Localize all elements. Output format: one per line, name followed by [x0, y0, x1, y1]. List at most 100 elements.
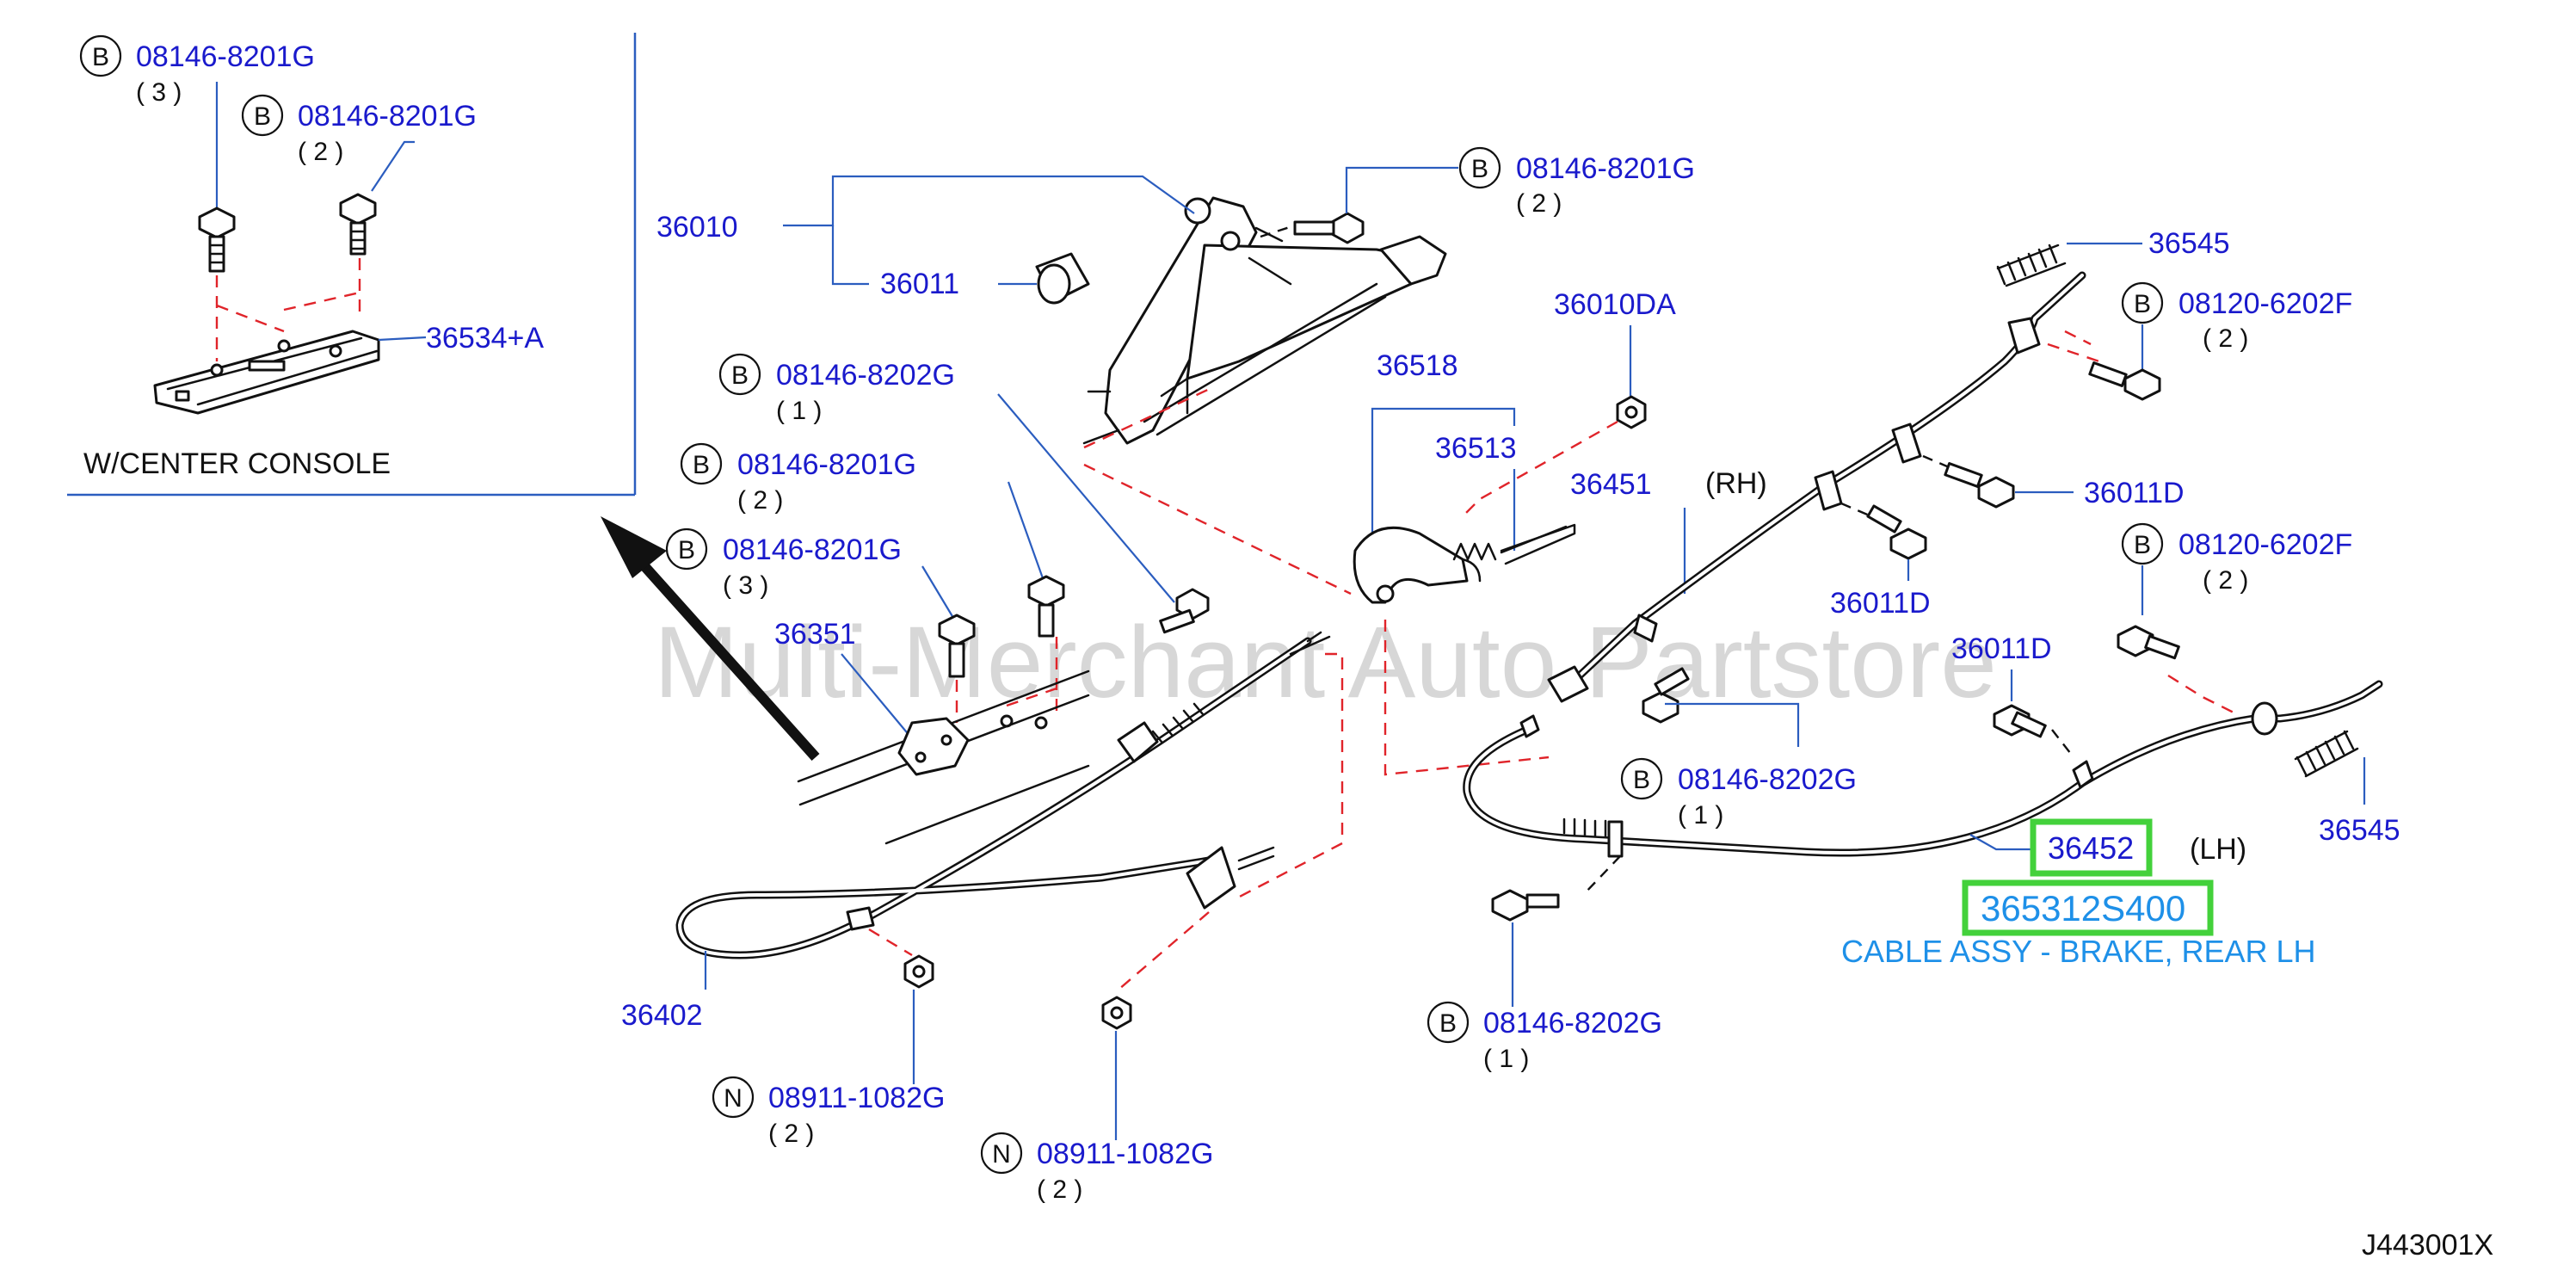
part-number: 08146-8201G — [1516, 152, 1695, 185]
highlighted-part-36452[interactable]: 36452 — [2030, 818, 2153, 877]
symbol-b: B — [693, 451, 710, 479]
bolt-icon — [198, 207, 236, 273]
part-number: 08911-1082G — [768, 1082, 945, 1114]
symbol-b: B — [2134, 531, 2151, 559]
part-number[interactable]: 36451 — [1570, 468, 1652, 501]
symbol-b: B — [678, 536, 695, 564]
quantity: ( 1 ) — [1483, 1045, 1529, 1073]
part-number: 08120-6202F — [2179, 287, 2352, 320]
part-number[interactable]: 36011D — [1951, 632, 2052, 665]
callout-bolt-mid[interactable]: B 08146-8202G ( 1 ) — [718, 353, 955, 425]
bolt-icon — [1293, 212, 1365, 244]
quantity: ( 2 ) — [737, 486, 783, 515]
inset-callout-bolt-2[interactable]: B 08146-8201G ( 2 ) — [241, 94, 477, 166]
bolt-icon — [339, 193, 377, 256]
bolt-icon — [1866, 504, 1927, 560]
plate-36351 — [897, 717, 970, 776]
part-description: CABLE ASSY - BRAKE, REAR LH — [1841, 934, 2316, 969]
callout-bolt-top[interactable]: B 08146-8201G ( 2 ) — [1458, 146, 1695, 218]
quantity: ( 2 ) — [1516, 189, 1562, 218]
callout-bolt-bottom[interactable]: B 08146-8202G ( 1 ) — [1427, 1001, 1662, 1073]
symbol-b: B — [254, 102, 271, 131]
callout-bolt-6202-mid[interactable]: B 08120-6202F ( 2 ) — [2121, 522, 2352, 595]
part-number[interactable]: 36010DA — [1554, 288, 1676, 321]
spring-36545 — [1996, 244, 2067, 287]
bolt-icon — [1027, 575, 1065, 638]
part-number[interactable]: 36513 — [1435, 432, 1517, 465]
watermark: Multi-Merchant Auto Partstore — [654, 606, 1997, 719]
bolt-icon — [1159, 588, 1210, 634]
quantity: ( 2 ) — [768, 1120, 814, 1148]
inset-caption: W/CENTER CONSOLE — [83, 447, 391, 480]
rear-cable-rh — [1547, 271, 2086, 703]
part-number[interactable]: 36545 — [2148, 227, 2230, 260]
symbol-n: N — [992, 1140, 1011, 1169]
nut-icon — [1101, 996, 1132, 1030]
part-number[interactable]: 36010 — [656, 211, 738, 244]
arrow-icon — [601, 516, 820, 762]
spring-36545 — [2294, 730, 2359, 778]
callout-bolt-6202-top[interactable]: B 08120-6202F ( 2 ) — [2121, 281, 2352, 353]
symbol-n: N — [724, 1084, 743, 1113]
bolt-icon — [2088, 361, 2161, 401]
nut-icon — [903, 954, 934, 989]
quantity: ( 3 ) — [136, 78, 182, 107]
symbol-b: B — [92, 43, 109, 71]
highlighted-oem-number[interactable]: 365312S400 — [1962, 879, 2214, 936]
part-number[interactable]: 36351 — [774, 618, 856, 651]
part-number[interactable]: 36545 — [2319, 814, 2400, 847]
part-number[interactable]: 36534+A — [426, 322, 544, 355]
rh-label: (RH) — [1705, 467, 1767, 500]
part-number: 08146-8201G — [723, 534, 902, 566]
quantity: ( 2 ) — [2203, 324, 2248, 353]
part-number: 36452 — [2048, 830, 2134, 866]
part-number: 08146-8201G — [737, 448, 916, 481]
quantity: ( 1 ) — [1678, 801, 1723, 830]
part-number: 08146-8202G — [776, 359, 955, 392]
nut-icon — [1616, 395, 1647, 429]
part-number: 08146-8202G — [1483, 1007, 1662, 1039]
part-number: 08146-8201G — [136, 40, 315, 73]
callout-bolt-right[interactable]: B 08146-8202G ( 1 ) — [1620, 757, 1857, 830]
bolt-icon — [1642, 667, 1690, 724]
quantity: ( 3 ) — [723, 571, 768, 600]
equalizer-36518 — [1353, 526, 1482, 604]
part-number[interactable]: 36402 — [621, 999, 703, 1032]
front-cable-36402 — [675, 631, 1331, 959]
rear-cable-lh-36452[interactable] — [1463, 680, 2383, 858]
bushing-36011 — [1035, 252, 1090, 305]
symbol-b: B — [731, 361, 749, 390]
symbol-b: B — [1439, 1009, 1457, 1038]
bolt-icon — [2117, 625, 2180, 660]
part-number: 08911-1082G — [1037, 1138, 1213, 1170]
callout-bolt-left-2[interactable]: B 08146-8201G ( 2 ) — [680, 442, 916, 515]
bolt-icon — [1993, 704, 2047, 738]
inset-callout-bolt-3[interactable]: B 08146-8201G ( 3 ) — [79, 34, 315, 107]
part-number: 08120-6202F — [2179, 528, 2352, 561]
bolt-icon — [938, 614, 976, 678]
quantity: ( 1 ) — [776, 397, 822, 425]
part-number[interactable]: 36011D — [2084, 477, 2185, 509]
oem-number: 365312S400 — [1981, 888, 2185, 928]
drawing-code: J443001X — [2362, 1229, 2493, 1262]
callout-nut-a[interactable]: N 08911-1082G ( 2 ) — [712, 1076, 945, 1148]
symbol-b: B — [1471, 155, 1488, 183]
part-number[interactable]: 36011D — [1830, 587, 1931, 620]
symbol-b: B — [2134, 290, 2151, 318]
callout-bolt-left-3[interactable]: B 08146-8201G ( 3 ) — [665, 527, 902, 600]
bolt-icon — [1944, 462, 2015, 509]
quantity: ( 2 ) — [2203, 566, 2248, 595]
inset-center-console: B 08146-8201G ( 3 ) B 08146-8201G ( 2 ) — [67, 33, 637, 497]
console-bracket — [153, 330, 380, 415]
bolt-icon — [1491, 889, 1560, 922]
lh-label: (LH) — [2190, 833, 2246, 866]
parking-brake-lever-assy — [1082, 196, 1447, 445]
symbol-b: B — [1633, 766, 1650, 794]
quantity: ( 2 ) — [1037, 1175, 1082, 1204]
part-number[interactable]: 36011 — [880, 268, 959, 300]
part-number[interactable]: 36518 — [1377, 349, 1458, 382]
quantity: ( 2 ) — [298, 138, 343, 166]
part-number: 08146-8202G — [1678, 763, 1857, 796]
callout-nut-b[interactable]: N 08911-1082G ( 2 ) — [980, 1132, 1213, 1204]
